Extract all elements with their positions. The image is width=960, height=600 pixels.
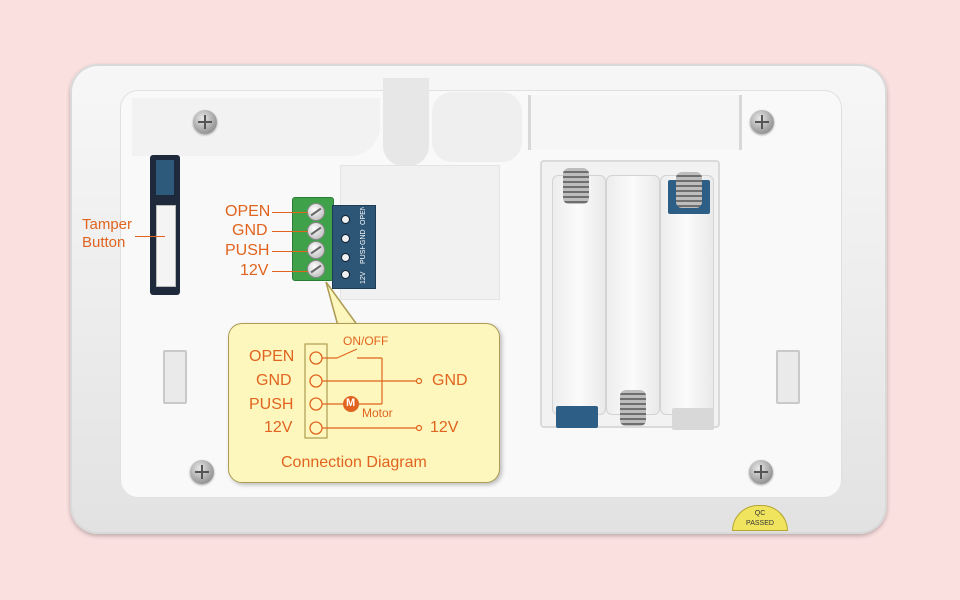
pcb-mark-push: PUSH xyxy=(360,246,367,264)
battery-contact xyxy=(556,406,598,428)
battery-spring-icon xyxy=(563,168,589,204)
cable-notch xyxy=(383,78,429,166)
battery-spring-icon xyxy=(620,390,646,426)
qc-sticker-line2: PASSED xyxy=(746,520,774,527)
screw-icon xyxy=(750,110,774,134)
terminal-block xyxy=(292,197,334,281)
diagram-terminal-12v: 12V xyxy=(264,419,293,436)
terminal-pcb xyxy=(332,205,376,289)
diagram-terminal-gnd: GND xyxy=(256,372,292,389)
pcb-pad xyxy=(341,234,350,243)
screw-icon xyxy=(749,460,773,484)
motor-label: Motor xyxy=(362,406,393,420)
upper-mid-ledge xyxy=(432,92,522,162)
diagram-terminal-push: PUSH xyxy=(249,396,294,413)
qc-sticker-line1: QC xyxy=(754,510,766,517)
terminal-screw-icon xyxy=(307,260,325,278)
wiring-schematic xyxy=(304,343,423,439)
terminal-label-open: OPEN xyxy=(225,203,271,220)
diagram-12v-out: 12V xyxy=(430,419,459,436)
terminal-screw-icon xyxy=(307,241,325,259)
terminal-label-gnd: GND xyxy=(232,222,268,239)
tamper-pcb xyxy=(156,160,174,195)
pcb-pad xyxy=(341,270,350,279)
leader-line-push xyxy=(272,251,308,252)
battery-spring-icon xyxy=(676,172,702,208)
terminal-screw-icon xyxy=(307,222,325,240)
battery-cell-slot xyxy=(606,175,660,415)
pcb-mark-open: OPEN xyxy=(360,207,367,225)
upper-left-ledge xyxy=(132,98,380,156)
tamper-leader-line xyxy=(135,236,165,237)
switch-label: ON/OFF xyxy=(343,334,389,348)
screw-icon xyxy=(193,110,217,134)
pcb-mark-gnd: GND xyxy=(360,229,367,245)
terminal-label-12v: 12V xyxy=(240,262,269,279)
terminal-screw-icon xyxy=(307,203,325,221)
battery-cell-slot xyxy=(552,175,606,415)
tamper-label-line1: Tamper xyxy=(82,216,133,233)
qc-sticker: QC PASSED xyxy=(732,505,788,531)
battery-contact xyxy=(672,408,714,430)
pcb-pad xyxy=(341,253,350,262)
pcb-mark-12v: 12V xyxy=(360,271,367,284)
connection-diagram: OPEN GND PUSH 12V ON/OFF M Motor GND 12V… xyxy=(228,323,500,483)
battery-cell-slot xyxy=(660,175,714,415)
leader-line-open xyxy=(272,212,308,213)
tamper-label-line2: Button xyxy=(82,234,126,251)
screw-icon xyxy=(190,460,214,484)
motor-icon: M xyxy=(346,397,356,409)
leader-line-gnd xyxy=(272,231,308,232)
mounting-slot-right xyxy=(776,350,800,404)
diagram-terminal-open: OPEN xyxy=(249,348,295,365)
diagram-pointer xyxy=(325,281,360,327)
pcb-pad xyxy=(341,215,350,224)
terminal-label-push: PUSH xyxy=(225,242,270,259)
diagram-title: Connection Diagram xyxy=(281,454,427,471)
battery-lid-rail xyxy=(528,95,742,150)
diagram-gnd-out: GND xyxy=(432,372,468,389)
tamper-button xyxy=(156,205,176,287)
leader-line-12v xyxy=(272,271,308,272)
mounting-slot-left xyxy=(163,350,187,404)
